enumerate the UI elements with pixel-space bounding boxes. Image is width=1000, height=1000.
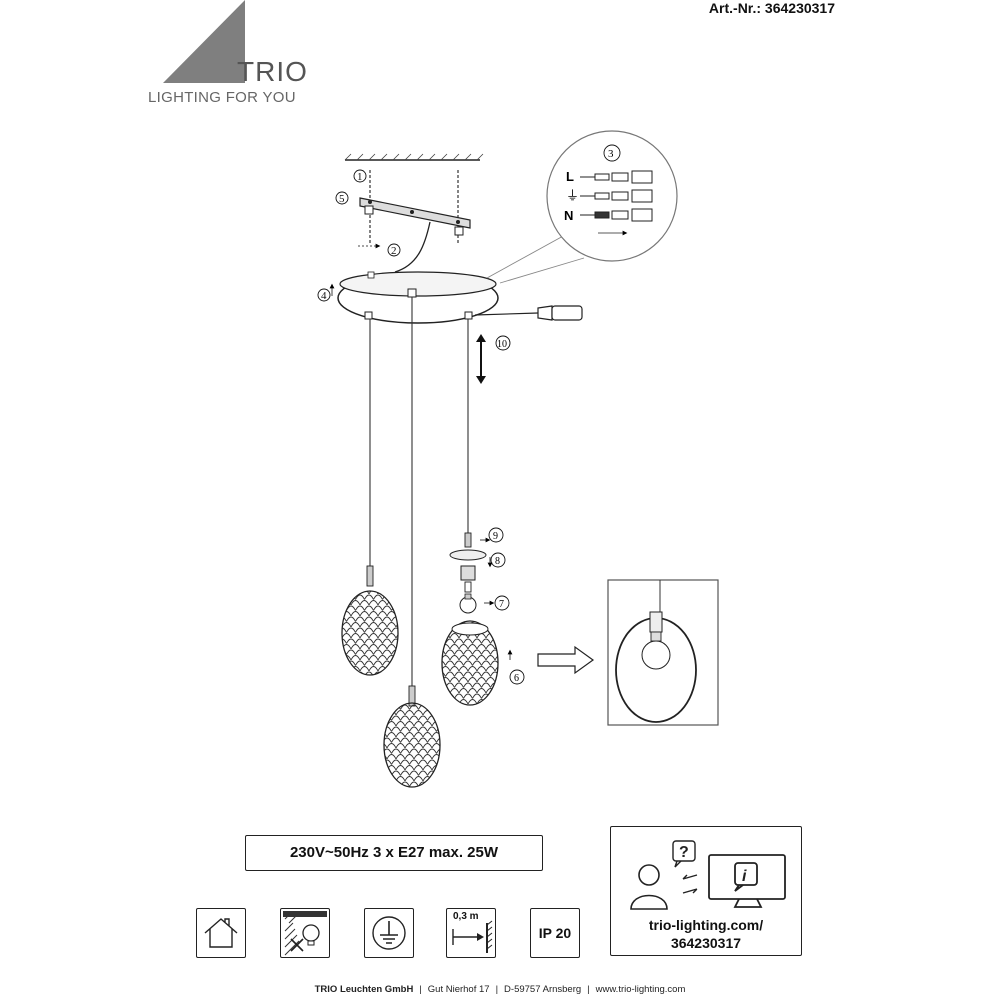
exchange-arrows-icon	[682, 874, 698, 894]
mains-cable	[394, 221, 431, 273]
screwdriver	[474, 305, 583, 321]
question-bubble-icon: ?	[672, 840, 696, 868]
assembled-pendant-detail	[607, 579, 719, 726]
suspension-cables	[369, 297, 469, 688]
footer-company: TRIO Leuchten GmbH	[314, 984, 414, 995]
ceiling	[344, 153, 484, 161]
ip-rating-label: IP 20	[538, 925, 572, 941]
not-for-recessed-ceiling-icon	[280, 908, 330, 958]
step-10-label: 10	[497, 339, 507, 350]
footer: TRIO Leuchten GmbH|Gut Nierhof 17|D-5975…	[314, 984, 686, 995]
step-5-label: 5	[339, 193, 345, 205]
step-3-label: 3	[608, 148, 614, 160]
pendant-shade-middle	[383, 685, 441, 788]
footer-street: Gut Nierhof 17	[427, 984, 490, 995]
wire-neutral-label: N	[564, 208, 573, 223]
min-distance-icon: 0,3 m	[446, 908, 496, 958]
article-number: Art.-Nr.: 364230317	[708, 0, 835, 16]
brand-tagline: LIGHTING FOR YOU	[148, 89, 296, 106]
step-7-label: 7	[499, 599, 504, 610]
logo-triangle	[163, 0, 245, 83]
footer-web[interactable]: www.trio-lighting.com	[595, 984, 686, 995]
ip-rating-icon: IP 20	[530, 908, 580, 958]
wire-earth-label: ⏚	[566, 188, 579, 203]
step-2-label: 2	[391, 245, 397, 257]
electrical-spec-box: 230V~50Hz 3 x E27 max. 25W	[245, 835, 543, 871]
support-article-number: 364230317	[670, 935, 742, 951]
monitor-info-icon: i	[708, 854, 786, 908]
step-markers: 1 5 2 4	[317, 169, 401, 302]
wire-live-label: L	[566, 169, 574, 184]
mounting-bracket	[359, 197, 471, 236]
wiring-detail: 3 L ⏚ N	[546, 130, 678, 262]
electrical-spec-text: 230V~50Hz 3 x E27 max. 25W	[289, 844, 499, 861]
protective-earth-icon	[364, 908, 414, 958]
installation-diagram: 1 5 2 4 3 L ⏚ N	[317, 130, 719, 788]
brand-name: TRIO	[237, 56, 308, 87]
pendant-shade-right: 6	[441, 620, 525, 706]
canopy	[337, 271, 499, 324]
socket-assembly: 9 8 7	[449, 527, 510, 614]
indoor-use-icon	[196, 908, 246, 958]
online-help-box: ? i trio-lighting.com/ 364230317	[610, 826, 802, 956]
step-4-label: 4	[321, 290, 327, 302]
step-1-label: 1	[357, 171, 363, 183]
person-icon	[630, 864, 668, 910]
support-url[interactable]: trio-lighting.com/	[648, 917, 764, 933]
trio-logo	[163, 0, 245, 83]
result-arrow	[537, 645, 595, 675]
step-9-label: 9	[493, 531, 498, 542]
svg-text:i: i	[742, 868, 747, 885]
svg-text:?: ?	[679, 844, 689, 861]
min-distance-label: 0,3 m	[453, 911, 479, 922]
height-adjust-arrow: 10	[476, 334, 511, 384]
pendant-shade-left	[341, 565, 399, 676]
step-8-label: 8	[495, 556, 500, 567]
footer-city: D-59757 Arnsberg	[504, 984, 582, 995]
step-6-label: 6	[514, 673, 519, 684]
